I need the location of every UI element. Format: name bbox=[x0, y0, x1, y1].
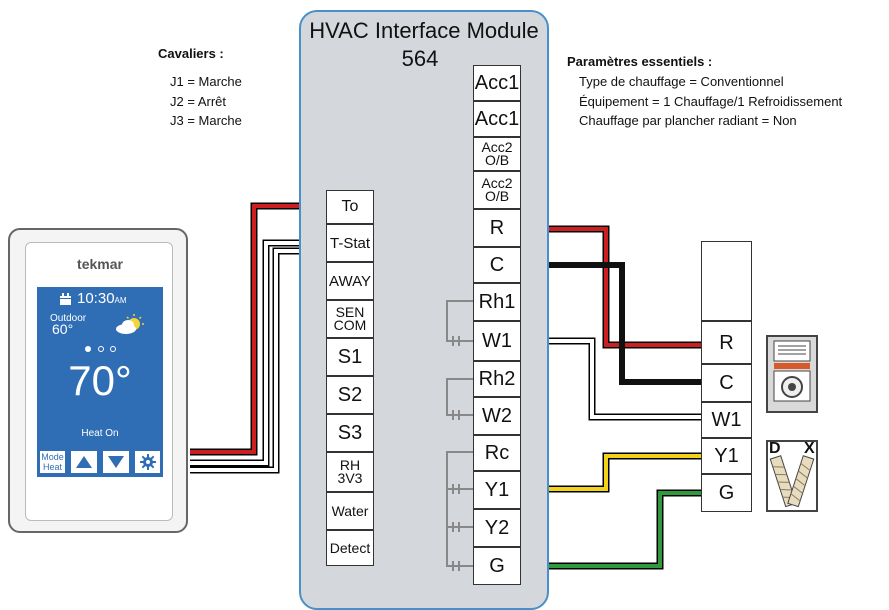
jumper-j1: J1 = Marche bbox=[170, 74, 242, 89]
wire-red-thermostat-to bbox=[190, 202, 325, 456]
dx-label-x: X bbox=[804, 440, 815, 457]
equipment-terminal-r: R bbox=[701, 321, 752, 364]
module-title: HVAC Interface Module bbox=[309, 18, 539, 43]
terminal-y2: Y2 bbox=[473, 509, 521, 547]
wire-white-w1 bbox=[518, 337, 703, 421]
setting-heating-type: Type de chauffage = Conventionnel bbox=[579, 74, 784, 89]
page-indicator bbox=[84, 340, 118, 352]
partly-cloudy-icon bbox=[116, 314, 144, 334]
settings-button[interactable] bbox=[134, 450, 161, 474]
equipment-housing bbox=[701, 241, 752, 321]
internal-jumpers bbox=[446, 300, 473, 571]
terminal-acc1-a: Acc1 bbox=[473, 65, 521, 101]
terminal-rh1: Rh1 bbox=[473, 283, 521, 321]
setting-equipment: Équipement = 1 Chauffage/1 Refroidisseme… bbox=[579, 94, 843, 109]
thermostat-screen bbox=[37, 287, 163, 477]
terminal-w2: W2 bbox=[473, 397, 521, 435]
wire-green-g bbox=[518, 489, 703, 570]
wire-black-c bbox=[518, 262, 703, 385]
module-number: 564 bbox=[401, 46, 439, 71]
jumpers-title: Cavaliers : bbox=[158, 46, 224, 61]
jumper-j2: J2 = Arrêt bbox=[170, 94, 226, 109]
terminal-acc1-b: Acc1 bbox=[473, 101, 521, 137]
dx-label-d: D bbox=[769, 440, 781, 457]
furnace-icon bbox=[766, 335, 818, 413]
up-button[interactable] bbox=[70, 450, 98, 474]
terminal-s3: S3 bbox=[326, 414, 374, 452]
wire-red-r bbox=[518, 225, 703, 349]
down-button[interactable] bbox=[102, 450, 130, 474]
terminal-s1: S1 bbox=[326, 338, 374, 376]
terminal-w1: W1 bbox=[473, 321, 521, 361]
outdoor-label: Outdoor bbox=[50, 313, 87, 324]
terminal-to: To bbox=[326, 190, 374, 224]
terminal-detect: Detect bbox=[326, 530, 374, 566]
equipment-terminal-g: G bbox=[701, 474, 752, 512]
terminal-g: G bbox=[473, 547, 521, 585]
wire-yellow-y1 bbox=[518, 452, 703, 493]
wiring-diagram bbox=[190, 202, 703, 570]
terminal-s2: S2 bbox=[326, 376, 374, 414]
jumper-j3: J3 = Marche bbox=[170, 113, 242, 128]
up-arrow-icon bbox=[76, 456, 92, 468]
terminal-acc2-ob-a: Acc2 O/B bbox=[473, 137, 521, 171]
terminal-sen-com: SEN COM bbox=[326, 300, 374, 338]
heat-status: Heat On bbox=[81, 428, 119, 439]
terminal-water: Water bbox=[326, 492, 374, 530]
calendar-icon bbox=[60, 293, 71, 305]
terminal-rc: Rc bbox=[473, 435, 521, 471]
dx-cooling-icon bbox=[766, 440, 818, 512]
terminal-y1: Y1 bbox=[473, 471, 521, 509]
thermostat-time: 10:30AM bbox=[77, 290, 127, 307]
terminal-away: AWAY bbox=[326, 262, 374, 300]
thermostat-brand: tekmar bbox=[77, 256, 123, 272]
equipment-terminal-c: C bbox=[701, 364, 752, 402]
terminal-acc2-ob-b: Acc2 O/B bbox=[473, 171, 521, 209]
terminal-rh2: Rh2 bbox=[473, 361, 521, 397]
terminal-c: C bbox=[473, 247, 521, 283]
setpoint-temp: 70° bbox=[68, 357, 132, 404]
wire-white-thermostat-tstat bbox=[190, 239, 325, 467]
equipment-terminal-y1: Y1 bbox=[701, 438, 752, 474]
down-arrow-icon bbox=[108, 456, 124, 468]
gear-icon bbox=[139, 454, 156, 470]
outdoor-temp: 60° bbox=[52, 321, 74, 337]
settings-title: Paramètres essentiels : bbox=[567, 54, 713, 69]
terminal-r: R bbox=[473, 209, 521, 247]
setting-radiant-floor: Chauffage par plancher radiant = Non bbox=[579, 113, 797, 128]
terminal-rh-3v3: RH 3V3 bbox=[326, 452, 374, 492]
equipment-terminal-w1: W1 bbox=[701, 402, 752, 438]
terminal-t-stat: T-Stat bbox=[326, 224, 374, 262]
